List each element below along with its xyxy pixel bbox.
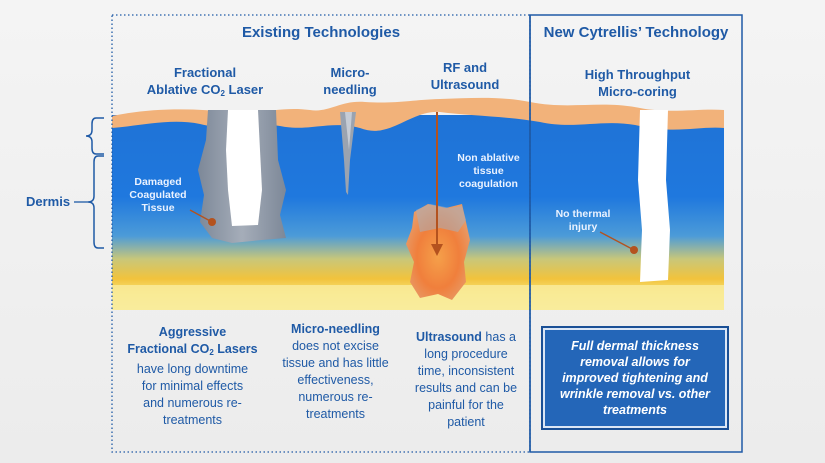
rf-arrow-head (431, 244, 443, 256)
rf-column-label: RF and Ultrasound (405, 59, 525, 93)
cytrellis-desc-line2: removal allows for (580, 355, 690, 369)
laser-description: Aggressive Fractional CO2 Lasers have lo… (120, 324, 265, 429)
no-thermal-line1: No thermal (555, 208, 611, 220)
ultrasound-desc-line2: long procedure (424, 347, 508, 361)
microneedling-desc-line2: does not excise (292, 339, 379, 353)
microneedling-channel (340, 112, 356, 195)
laser-desc-line3: have long downtime (136, 362, 249, 376)
no-thermal-pointer-dot (630, 246, 638, 254)
no-thermal-line2: injury (568, 221, 598, 233)
damaged-line2: Coagulated (129, 189, 187, 201)
non-ablative-label: Non ablative tissue coagulation (446, 152, 531, 191)
rf-label-line2: Ultrasound (430, 77, 500, 92)
damaged-tissue-label: Damaged Coagulated Tissue (118, 176, 198, 215)
cytrellis-desc-line3: improved tightening and (562, 371, 708, 385)
dermis-label: Dermis (26, 194, 71, 209)
laser-ablation-channel (226, 110, 262, 226)
laser-desc-line6: treatments (162, 413, 223, 427)
no-thermal-label: No thermal injury (548, 208, 618, 234)
existing-technologies-title: Existing Technologies (241, 24, 401, 41)
microneedling-column-label: Micro- needling (300, 64, 400, 98)
cytrellis-column-label: High Throughput Micro-coring (550, 66, 725, 100)
cytrellis-desc-line5: treatments (603, 403, 667, 417)
laser-label-line1: Fractional (173, 65, 237, 80)
laser-desc-bold2: Fractional CO2 Lasers (127, 342, 258, 357)
microneedling-label-line1: Micro- (330, 65, 370, 80)
non-ablative-line3: coagulation (459, 178, 518, 190)
ultrasound-desc-first-rest: has a (481, 330, 517, 344)
laser-desc-line4: for minimal effects (141, 379, 244, 393)
rf-label-line1: RF and (442, 60, 488, 75)
microneedling-desc-line4: effectiveness, (297, 373, 374, 387)
laser-desc-line5: and numerous re- (143, 396, 242, 410)
laser-column-label: Fractional Ablative CO2 Laser (130, 64, 280, 102)
laser-label-line2: Ablative CO2 Laser (146, 82, 264, 98)
new-technology-title: New Cytrellis’ Technology (543, 24, 729, 41)
cytrellis-desc-line4: wrinkle removal vs. other (559, 387, 711, 401)
non-ablative-line1: Non ablative (457, 152, 520, 164)
ultrasound-desc-line5: painful for the (428, 398, 504, 412)
ultrasound-desc-line3: time, inconsistent (417, 364, 515, 378)
cytrellis-label-line1: High Throughput (584, 67, 691, 82)
damaged-pointer-line (189, 209, 213, 223)
microneedling-desc-bold: Micro-needling (291, 322, 380, 336)
damaged-pointer-dot (208, 218, 216, 226)
cytrellis-desc-line1: Full dermal thickness (571, 339, 699, 353)
ultrasound-desc-line4: results and can be (414, 381, 518, 395)
microcoring-channel (638, 110, 670, 282)
new-frame (529, 14, 743, 453)
laser-desc-bold1: Aggressive (158, 325, 227, 339)
microneedling-desc-line6: treatments (305, 407, 366, 421)
non-ablative-line2: tissue (473, 165, 504, 177)
ultrasound-desc-line6: patient (447, 415, 485, 429)
microneedling-desc-line3: tissue and has little (282, 356, 389, 370)
damaged-line1: Damaged (134, 176, 182, 188)
cytrellis-label-line2: Micro-coring (598, 84, 677, 99)
damaged-line3: Tissue (141, 202, 175, 214)
ultrasound-description: Ultrasound has a long procedure time, in… (400, 329, 532, 431)
dermis-bracket (87, 155, 104, 249)
no-thermal-pointer-line (599, 231, 635, 251)
microneedling-label-line2: needling (323, 82, 377, 97)
ultrasound-desc-bold: Ultrasound (415, 330, 482, 344)
cytrellis-benefit-box: Full dermal thickness removal allows for… (541, 326, 729, 430)
microneedling-description: Micro-needling does not excise tissue an… (268, 321, 403, 423)
microneedling-desc-line5: numerous re- (298, 390, 373, 404)
epidermis-bracket (85, 117, 104, 155)
